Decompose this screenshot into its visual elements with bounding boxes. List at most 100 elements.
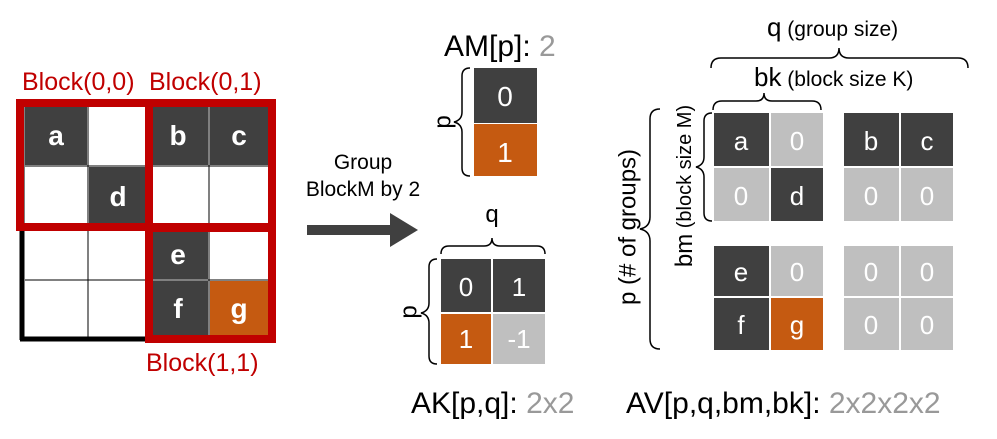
av-g11-cell-3: [901, 298, 953, 350]
av-p-label: p (# of groups): [614, 149, 641, 305]
av-bk-title: bk (block size K): [754, 62, 913, 92]
av-bm-paren: (block size M): [674, 105, 696, 234]
sparse-matrix: a b c d e f g Block(0,0) Block(0,1) Bloc…: [16, 68, 276, 377]
av-group-10: e 0 f g: [714, 246, 823, 350]
av-g00-value-3: d: [790, 181, 804, 211]
ak-shape: 2x2: [526, 387, 574, 420]
av-g11-cell-2: [844, 298, 899, 350]
av-group-11: 0 0 0 0: [844, 246, 953, 350]
ak-value-00: 0: [459, 272, 473, 302]
av-g10-cell-1: [771, 246, 823, 296]
av-g11-value-0: 0: [864, 257, 878, 287]
am-name: AM[p]:: [444, 30, 539, 63]
ak-cell-00: [441, 259, 491, 312]
av-g01-cell-2: [844, 168, 899, 221]
av-g10-cell-0: [714, 246, 769, 296]
block-11-outline: [145, 224, 276, 343]
am-array: AM[p]: 2 0 1 p: [429, 30, 556, 177]
cell-b: [149, 106, 208, 165]
av-bm-brace: [695, 112, 713, 222]
av-q-title: q (group size): [767, 12, 898, 42]
cell-a: [25, 106, 87, 165]
av-g00-cell-1: [771, 113, 823, 166]
av-g01-value-3: 0: [920, 181, 934, 211]
av-g11-value-1: 0: [920, 257, 934, 287]
ak-cell-10: [441, 314, 491, 364]
cell-d: [89, 167, 147, 227]
ak-value-10: 1: [459, 324, 473, 354]
arrow-label-line2: BlockM by 2: [306, 178, 420, 201]
am-shape: 2: [539, 30, 556, 63]
cell-c-label: c: [231, 120, 247, 151]
av-g11-cell-1: [901, 246, 953, 296]
cell-g: [210, 281, 269, 336]
cell-f-label: f: [173, 293, 183, 324]
ak-cell-11: [493, 314, 545, 364]
av-bk-paren: (block size K): [781, 68, 913, 91]
group-arrow: Group BlockM by 2: [306, 151, 420, 247]
av-g01-value-1: c: [921, 126, 934, 156]
ak-value-11: -1: [507, 324, 530, 354]
av-q-paren: (group size): [781, 18, 898, 41]
av-g01-value-2: 0: [864, 181, 878, 211]
cell-a-label: a: [48, 120, 64, 151]
ak-value-01: 1: [512, 272, 526, 302]
am-p-label: p: [429, 115, 456, 128]
am-cell-0: [474, 68, 537, 123]
av-g10-cell-3: [771, 298, 823, 350]
ak-q-label: q: [485, 201, 498, 228]
av-g00-value-2: 0: [734, 181, 748, 211]
av-g11-value-2: 0: [864, 310, 878, 340]
am-p-brace: [453, 67, 471, 177]
av-g10-value-0: e: [734, 257, 748, 287]
av-g01-value-0: b: [864, 126, 878, 156]
arrow-label-line1: Group: [334, 151, 392, 174]
block-00-label: Block(0,0): [22, 68, 135, 96]
av-g10-value-1: 0: [790, 257, 804, 287]
cell-c: [210, 106, 269, 165]
ak-q-brace: [440, 237, 546, 255]
av-name: AV[p,q,bm,bk]:: [626, 387, 829, 420]
ak-p-brace: [420, 258, 438, 365]
av-bk-label: bk: [754, 62, 782, 92]
av-p-brace: [639, 108, 661, 350]
av-g01-cell-1: [901, 113, 953, 166]
av-g10-cell-2: [714, 298, 769, 350]
av-bm-title: bm (block size M): [671, 105, 698, 267]
am-value-0: 0: [497, 81, 513, 112]
ak-name: AK[p,q]:: [411, 387, 526, 420]
av-group-00: a 0 0 d: [714, 113, 823, 221]
av-array: q (group size) bk (block size K) p (# of…: [614, 12, 969, 420]
av-g10-value-2: f: [737, 310, 745, 340]
am-cell-1: [474, 124, 537, 176]
av-g11-value-3: 0: [920, 310, 934, 340]
ak-cell-01: [493, 259, 545, 312]
av-group-01: b c 0 0: [844, 113, 953, 221]
arrow-head-icon: [390, 213, 418, 247]
av-g00-cell-3: [771, 168, 823, 221]
cell-e-label: e: [170, 239, 186, 270]
av-title: AV[p,q,bm,bk]: 2x2x2x2: [626, 387, 941, 420]
av-bk-brace: [712, 92, 822, 111]
ak-array: q 0 1 1 -1 p AK[p,q]: 2x2: [395, 201, 574, 420]
block-01-label: Block(0,1): [149, 68, 262, 96]
cell-d-label: d: [109, 181, 126, 212]
am-value-1: 1: [497, 137, 513, 168]
av-bm-label: bm: [671, 234, 698, 267]
av-g01-cell-0: [844, 113, 899, 166]
cell-f: [149, 281, 208, 336]
cell-b-label: b: [169, 120, 186, 151]
av-q-label: q: [767, 12, 781, 42]
cell-e: [149, 229, 208, 279]
ak-title: AK[p,q]: 2x2: [411, 387, 574, 420]
av-g01-cell-3: [901, 168, 953, 221]
av-g11-cell-0: [844, 246, 899, 296]
am-title: AM[p]: 2: [444, 30, 556, 63]
arrow-shaft: [307, 225, 395, 235]
block-11-label: Block(1,1): [146, 349, 259, 377]
av-g00-cell-0: [714, 113, 769, 166]
av-g00-value-0: a: [734, 126, 749, 156]
av-q-brace: [710, 47, 969, 69]
ak-p-label: p: [395, 305, 422, 318]
